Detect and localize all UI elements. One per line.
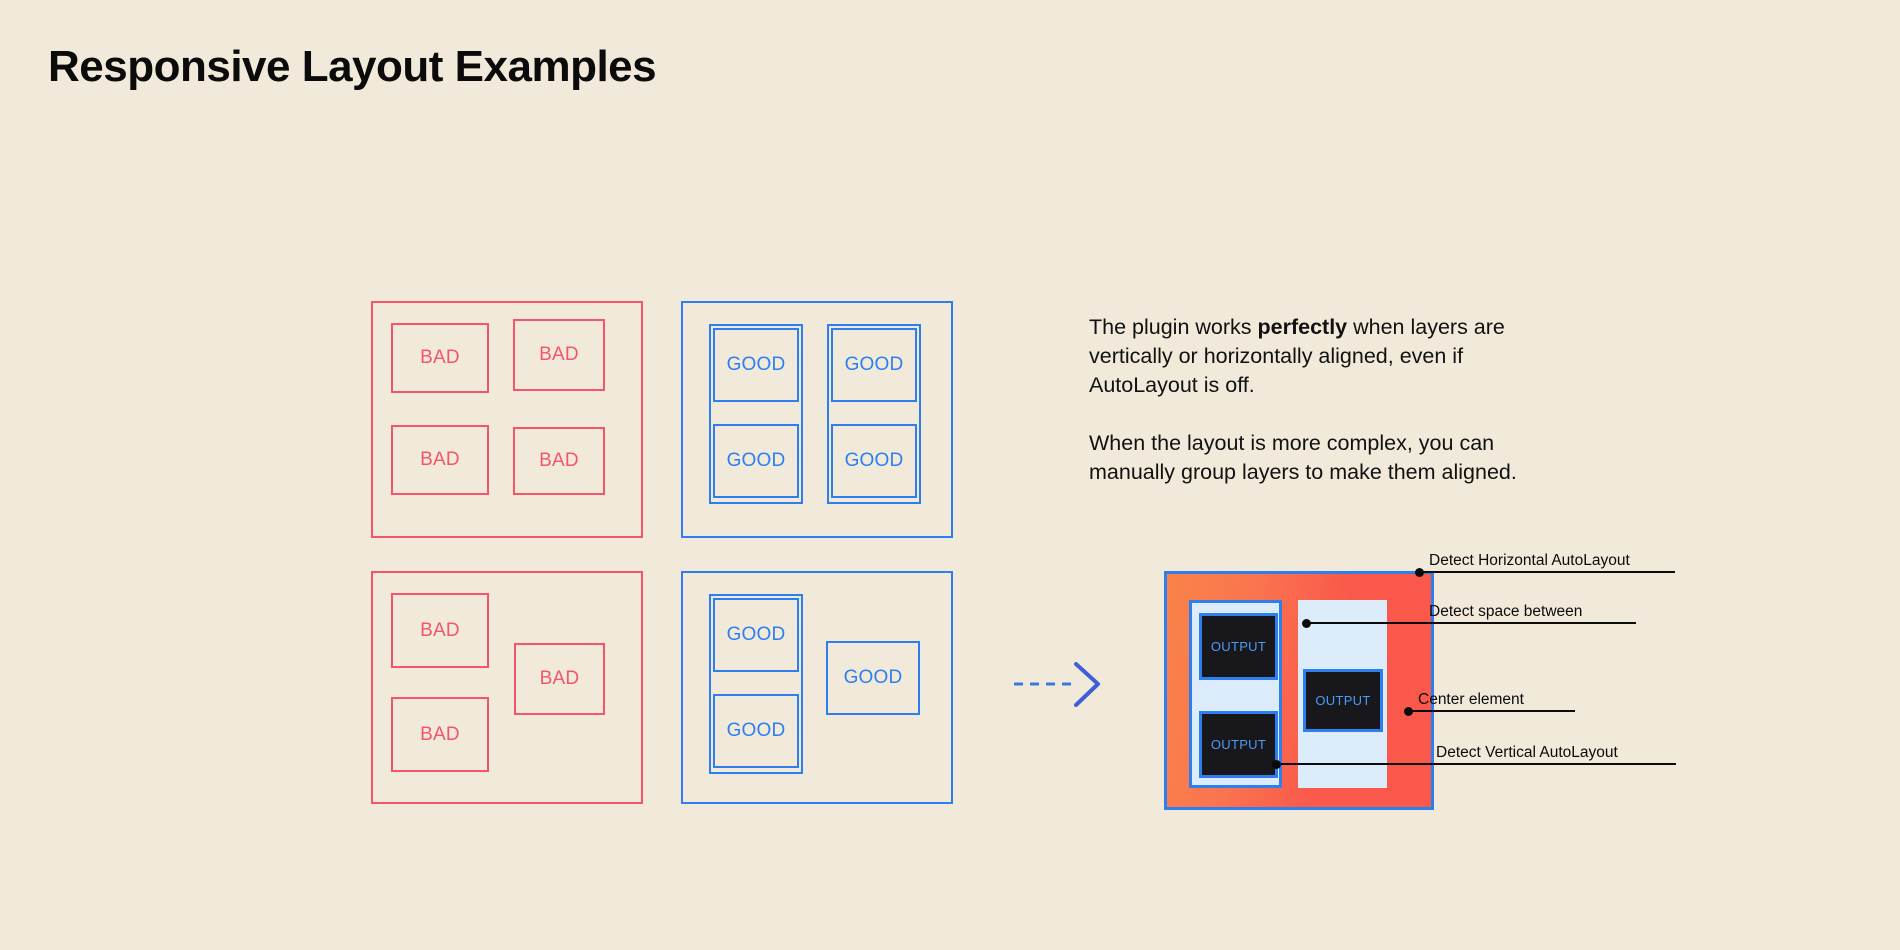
page-title: Responsive Layout Examples	[48, 42, 657, 91]
copy-text-part-1: The plugin works	[1089, 315, 1258, 339]
output-box: OUTPUT	[1303, 669, 1383, 732]
description-paragraph-2: When the layout is more complex, you can…	[1089, 431, 1517, 484]
callout-label: Center element	[1418, 691, 1524, 708]
annotated-mockup-frame: OUTPUT OUTPUT OUTPUT	[1164, 571, 1434, 810]
good-box: GOOD	[826, 641, 920, 715]
callout-line	[1306, 621, 1636, 624]
bad-box: BAD	[391, 697, 489, 772]
callout-label: Detect Horizontal AutoLayout	[1429, 552, 1630, 569]
example-good-free: GOOD GOOD GOOD	[681, 571, 953, 804]
description-paragraph-1: The plugin works perfectly when layers a…	[1089, 313, 1559, 400]
good-box: GOOD	[831, 328, 917, 402]
output-box: OUTPUT	[1199, 711, 1278, 778]
group-wrapper-column: GOOD GOOD	[709, 594, 803, 774]
example-bad-free: BAD BAD BAD	[371, 571, 643, 804]
group-wrapper-column-left: GOOD GOOD	[709, 324, 803, 504]
bad-box: BAD	[391, 425, 489, 495]
bad-box: BAD	[391, 593, 489, 668]
callout-label: Detect Vertical AutoLayout	[1436, 744, 1618, 761]
good-box: GOOD	[831, 424, 917, 498]
good-box: GOOD	[713, 328, 799, 402]
copy-text-bold: perfectly	[1257, 315, 1348, 339]
output-box: OUTPUT	[1199, 613, 1278, 680]
bad-box: BAD	[513, 319, 605, 391]
bad-box: BAD	[513, 427, 605, 495]
bad-box: BAD	[391, 323, 489, 393]
copy-text-part-2: when layers are vertically or horizontal…	[1089, 315, 1505, 397]
callout-line	[1419, 570, 1675, 573]
callout-line	[1276, 762, 1676, 765]
description-copy: The plugin works perfectly when layers a…	[1089, 313, 1559, 487]
callout-label: Detect space between	[1429, 603, 1583, 620]
example-good-grid: GOOD GOOD GOOD GOOD	[681, 301, 953, 538]
good-box: GOOD	[713, 424, 799, 498]
bad-box: BAD	[514, 643, 605, 715]
example-bad-grid: BAD BAD BAD BAD	[371, 301, 643, 538]
group-wrapper-column-right: GOOD GOOD	[827, 324, 921, 504]
mockup-vertical-group: OUTPUT OUTPUT	[1189, 600, 1282, 788]
good-box: GOOD	[713, 694, 799, 768]
good-box: GOOD	[713, 598, 799, 672]
arrow-right-dashed-icon	[1012, 660, 1108, 708]
callout-line	[1408, 709, 1575, 712]
